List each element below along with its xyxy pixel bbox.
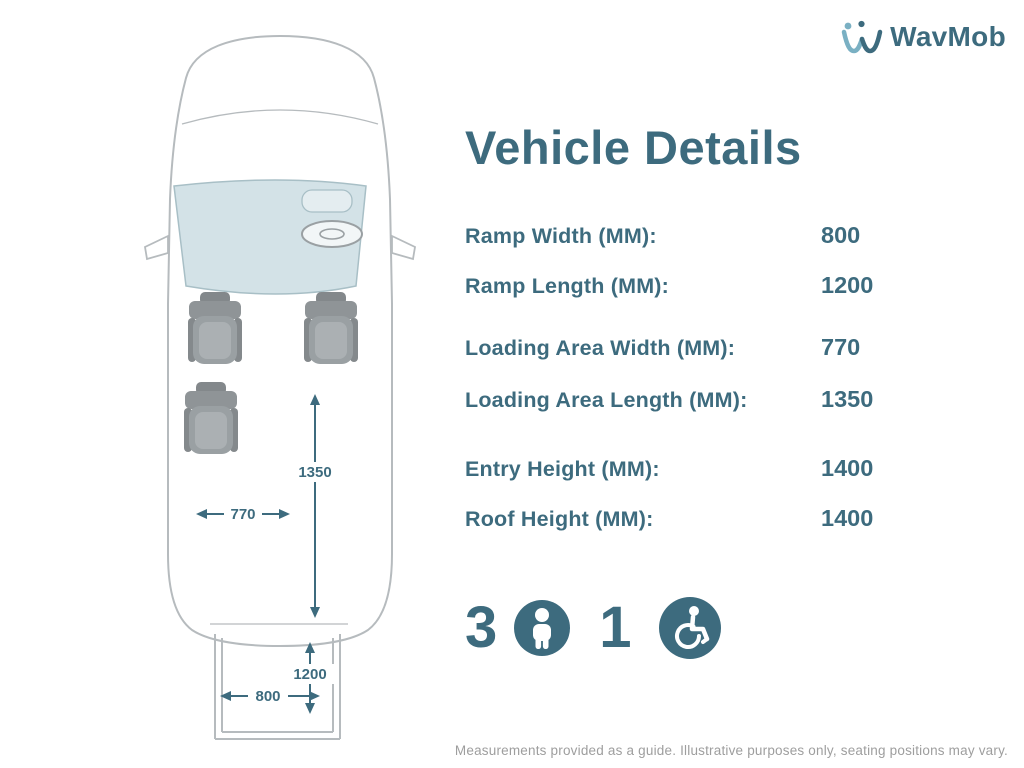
details-panel: Vehicle Details Ramp Width (MM): 800 Ram… bbox=[462, 0, 1018, 768]
vehicle-diagram-svg: 1350 770 1200 bbox=[144, 34, 416, 740]
dim-label-800: 800 bbox=[255, 688, 280, 705]
dim-label-1350: 1350 bbox=[298, 464, 331, 481]
spec-row-loading-area-width: Loading Area Width (MM): 770 bbox=[465, 334, 915, 366]
spec-label: Ramp Length (MM): bbox=[465, 274, 670, 298]
spec-label: Entry Height (MM): bbox=[465, 457, 660, 481]
side-mirrors bbox=[144, 234, 416, 261]
dim-loading-width: 770 bbox=[196, 504, 290, 524]
spec-label: Loading Area Length (MM): bbox=[465, 388, 748, 412]
spec-value: 1400 bbox=[821, 455, 874, 481]
disclaimer-text: Measurements provided as a guide. Illust… bbox=[454, 743, 1008, 758]
steering-wheel bbox=[301, 189, 363, 248]
spec-value: 1400 bbox=[821, 505, 874, 531]
spec-value: 770 bbox=[821, 334, 861, 360]
spec-row-ramp-length: Ramp Length (MM): 1200 bbox=[465, 272, 915, 304]
front-seat-left bbox=[188, 292, 242, 364]
seat-count: 3 bbox=[465, 595, 498, 660]
dim-label-770: 770 bbox=[230, 506, 255, 523]
spec-row-ramp-width: Ramp Width (MM): 800 bbox=[465, 222, 915, 254]
wheelchair-count: 1 bbox=[599, 595, 632, 660]
spec-row-loading-area-length: Loading Area Length (MM): 1350 bbox=[465, 386, 915, 418]
capacity-row: 3 1 bbox=[465, 596, 722, 660]
spec-value: 800 bbox=[821, 222, 861, 248]
spec-value: 1200 bbox=[821, 272, 874, 298]
vehicle-top-view-diagram: 1350 770 1200 bbox=[130, 24, 430, 758]
front-seat-right bbox=[304, 292, 358, 364]
spec-value: 1350 bbox=[821, 386, 874, 412]
wheelchair-icon bbox=[658, 597, 721, 659]
dim-label-1200: 1200 bbox=[293, 666, 326, 683]
brand-logo: WavMob bbox=[841, 20, 1006, 54]
rear-seat bbox=[184, 382, 238, 454]
person-icon bbox=[514, 600, 571, 656]
dim-ramp-length: 1200 bbox=[286, 642, 334, 714]
dim-ramp-width: 800 bbox=[220, 686, 320, 706]
dim-loading-length: 1350 bbox=[292, 394, 338, 618]
wavmob-logo-icon bbox=[841, 20, 883, 54]
spec-row-roof-height: Roof Height (MM): 1400 bbox=[465, 505, 915, 537]
spec-label: Loading Area Width (MM): bbox=[465, 336, 736, 360]
spec-label: Ramp Width (MM): bbox=[465, 224, 657, 248]
page-title: Vehicle Details bbox=[465, 121, 802, 174]
brand-name: WavMob bbox=[890, 21, 1006, 52]
spec-label: Roof Height (MM): bbox=[465, 507, 654, 531]
ramp bbox=[214, 634, 341, 740]
spec-row-entry-height: Entry Height (MM): 1400 bbox=[465, 455, 915, 487]
